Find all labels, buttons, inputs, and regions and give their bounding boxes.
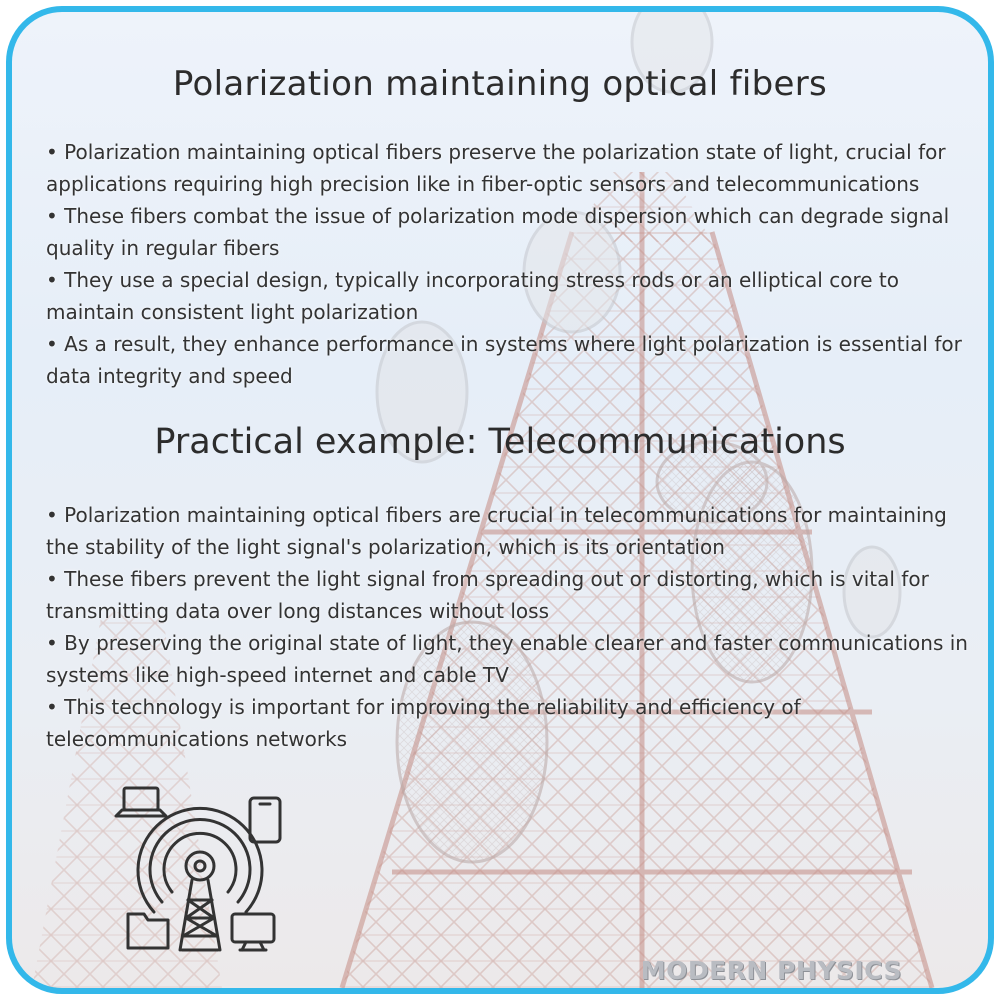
list-item: • This technology is important for impro… [46,695,801,751]
list-item: • They use a special design, typically i… [46,268,899,324]
list-item: • By preserving the original state of li… [46,631,968,687]
list-item: • These fibers combat the issue of polar… [46,204,950,260]
fibers-bullet-list: • Polarization maintaining optical fiber… [46,136,970,392]
list-item: • These fibers prevent the light signal … [46,567,929,623]
content-layer: Polarization maintaining optical fibers … [12,12,988,988]
example-bullet-list: • Polarization maintaining optical fiber… [46,499,970,755]
telecom-tower-icon [114,786,282,952]
background-tower-illustration [32,12,935,988]
list-item: • As a result, they enhance performance … [46,332,962,388]
brand-watermark: MODERN PHYSICS [640,956,902,985]
infographic-card: Polarization maintaining optical fibers … [6,6,994,994]
list-item: • Polarization maintaining optical fiber… [46,503,947,559]
section-title-example: Practical example: Telecommunications [154,422,846,462]
list-item: • Polarization maintaining optical fiber… [46,140,946,196]
section-title-fibers: Polarization maintaining optical fibers [172,64,828,104]
